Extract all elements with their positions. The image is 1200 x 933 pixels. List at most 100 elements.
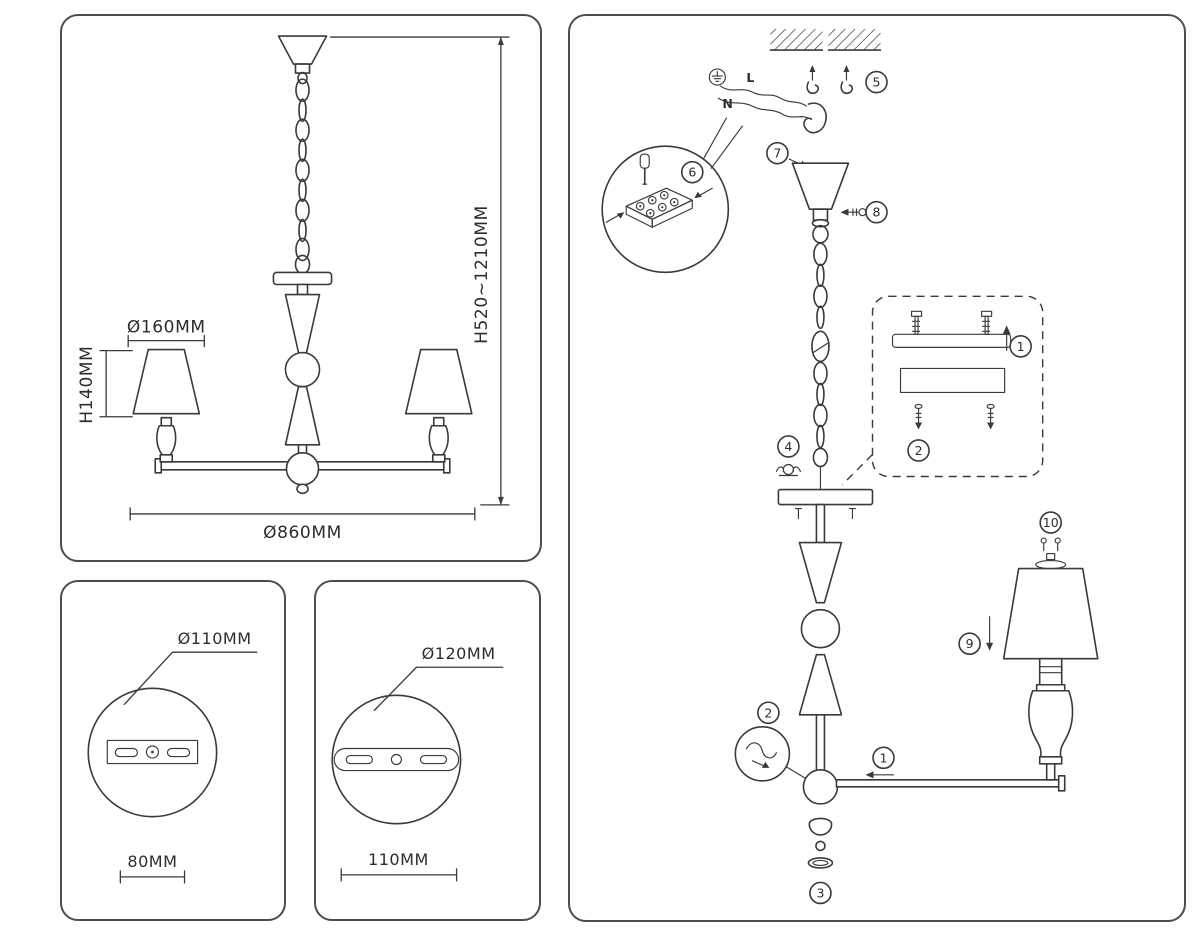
- wing-nut-icon: [775, 463, 801, 477]
- step-badge-5: 5: [865, 70, 888, 94]
- step-badge-6: 6: [680, 160, 704, 184]
- dim-label-shade-diameter: Ø160MM: [127, 318, 206, 338]
- step-badge-4: 4: [775, 435, 801, 477]
- svg-text:2: 2: [915, 443, 923, 458]
- dim-bracket-large-diameter: Ø120MM: [373, 644, 504, 712]
- column-cone-lower: [798, 653, 843, 716]
- svg-text:9: 9: [966, 636, 974, 651]
- step-badge-1-arm: 1: [865, 746, 895, 779]
- column-cone-upper: [284, 293, 321, 354]
- installation-drawing: L N 5 7: [601, 29, 1099, 905]
- svg-text:2: 2: [764, 705, 772, 720]
- panel-installation-steps: L N 5 7: [568, 14, 1186, 922]
- lamp-shade: [1002, 567, 1099, 660]
- panel-front-view: Ø160MM H140MM H520~1210MM: [60, 14, 542, 562]
- finial-ball: [815, 840, 826, 852]
- step-badge-8: 8: [840, 200, 888, 224]
- shade-screws: [1040, 537, 1061, 552]
- ceiling-plate: [777, 488, 874, 544]
- step-badge-2-bracket: 2: [907, 439, 930, 462]
- svg-text:5: 5: [873, 75, 881, 90]
- arm-rod: [835, 779, 1062, 788]
- panel-bracket-large: Ø120MM 110MM: [314, 580, 541, 921]
- step-badge-9: 9: [958, 616, 994, 656]
- dim-shade-diameter: Ø160MM: [127, 318, 206, 348]
- panel-bracket-small: Ø110MM 80MM: [60, 580, 286, 921]
- bracket-slot-right: [419, 754, 448, 765]
- junction-box: [899, 367, 1006, 393]
- ceiling-hatch: [769, 29, 882, 51]
- dim-label-bracket-small-length: 80MM: [127, 852, 177, 871]
- arm-bar: [154, 452, 451, 495]
- column-sphere: [284, 351, 321, 388]
- bracket-slot-left: [345, 754, 373, 765]
- svg-text:4: 4: [784, 439, 792, 454]
- dim-bracket-small-length: 80MM: [119, 852, 186, 884]
- ball-wiring-inset: [734, 725, 807, 782]
- wiring-inset: 6: [601, 117, 743, 274]
- column-cone-lower: [284, 385, 321, 446]
- mounting-bracket-small: [106, 739, 199, 765]
- bracket-center-hole: [145, 745, 160, 759]
- lamp-right: [404, 348, 473, 463]
- dim-bracket-small-diameter: Ø110MM: [123, 629, 258, 706]
- lamp-body: [1028, 683, 1074, 781]
- lamp-unit: 10 9: [958, 511, 1099, 781]
- svg-text:1: 1: [880, 750, 888, 765]
- terminal-block: [605, 187, 713, 228]
- front-view-drawing: Ø160MM H140MM H520~1210MM: [77, 35, 510, 543]
- hook-options: [806, 65, 854, 95]
- step-badge-3: 3: [809, 881, 832, 905]
- ground-symbol-icon: [708, 68, 726, 86]
- dim-label-overall-diameter: Ø860MM: [263, 523, 342, 543]
- canopy-plate-circle: [87, 687, 218, 818]
- canopy: [791, 162, 850, 228]
- dim-label-overall-height: H520~1210MM: [472, 205, 492, 344]
- dim-label-bracket-large-diameter: Ø120MM: [422, 644, 496, 663]
- supply-wires: L N: [708, 68, 827, 134]
- wire-label-neutral: N: [722, 96, 732, 111]
- svg-text:3: 3: [816, 885, 824, 900]
- hanger-plate: [272, 271, 333, 296]
- bottom-finial: 3: [807, 817, 834, 905]
- bracket-large-drawing: Ø120MM 110MM: [331, 644, 504, 882]
- center-column: [284, 293, 321, 464]
- center-ball: [802, 769, 839, 805]
- bracket-center-hole: [390, 753, 402, 766]
- svg-text:1: 1: [1017, 339, 1025, 354]
- svg-text:8: 8: [873, 205, 881, 220]
- canopy: [277, 35, 328, 74]
- finial-cap: [808, 817, 833, 836]
- center-ball: [285, 452, 320, 486]
- shade-holder-ring: [1035, 560, 1067, 570]
- hanging-chain: [294, 71, 311, 275]
- svg-text:10: 10: [1043, 515, 1059, 530]
- dim-label-bracket-small-diameter: Ø110MM: [178, 629, 252, 648]
- center-column: [798, 541, 843, 772]
- dim-overall-diameter: Ø860MM: [129, 507, 476, 543]
- svg-text:7: 7: [773, 146, 781, 161]
- finial-ring: [807, 857, 834, 869]
- bracket-small-drawing: Ø110MM 80MM: [87, 629, 258, 884]
- mounting-bracket: [891, 310, 1012, 348]
- dim-overall-height: H520~1210MM: [329, 36, 510, 506]
- bottom-knob: [296, 483, 309, 495]
- wire-label-live: L: [746, 70, 754, 85]
- quick-link: [811, 330, 830, 363]
- canopy-plate-circle: [331, 694, 462, 825]
- dim-label-shade-height: H140MM: [77, 346, 97, 424]
- mounting-bracket-inset: 1 2: [841, 295, 1044, 486]
- dim-shade-height: H140MM: [77, 346, 133, 424]
- ceiling-hook: [803, 102, 827, 134]
- svg-text:6: 6: [688, 165, 696, 180]
- lamp-shade-right: [404, 348, 473, 415]
- hanging-chain: [811, 224, 830, 491]
- step-badge-10: 10: [1039, 511, 1063, 534]
- screwdriver-icon: [639, 153, 650, 185]
- step-badge-2-ball: 2: [757, 701, 780, 725]
- dim-bracket-large-length: 110MM: [340, 850, 458, 882]
- dim-label-bracket-large-length: 110MM: [368, 850, 429, 869]
- shade-holder-knob: [1046, 553, 1056, 561]
- bracket-slot-right: [166, 747, 191, 758]
